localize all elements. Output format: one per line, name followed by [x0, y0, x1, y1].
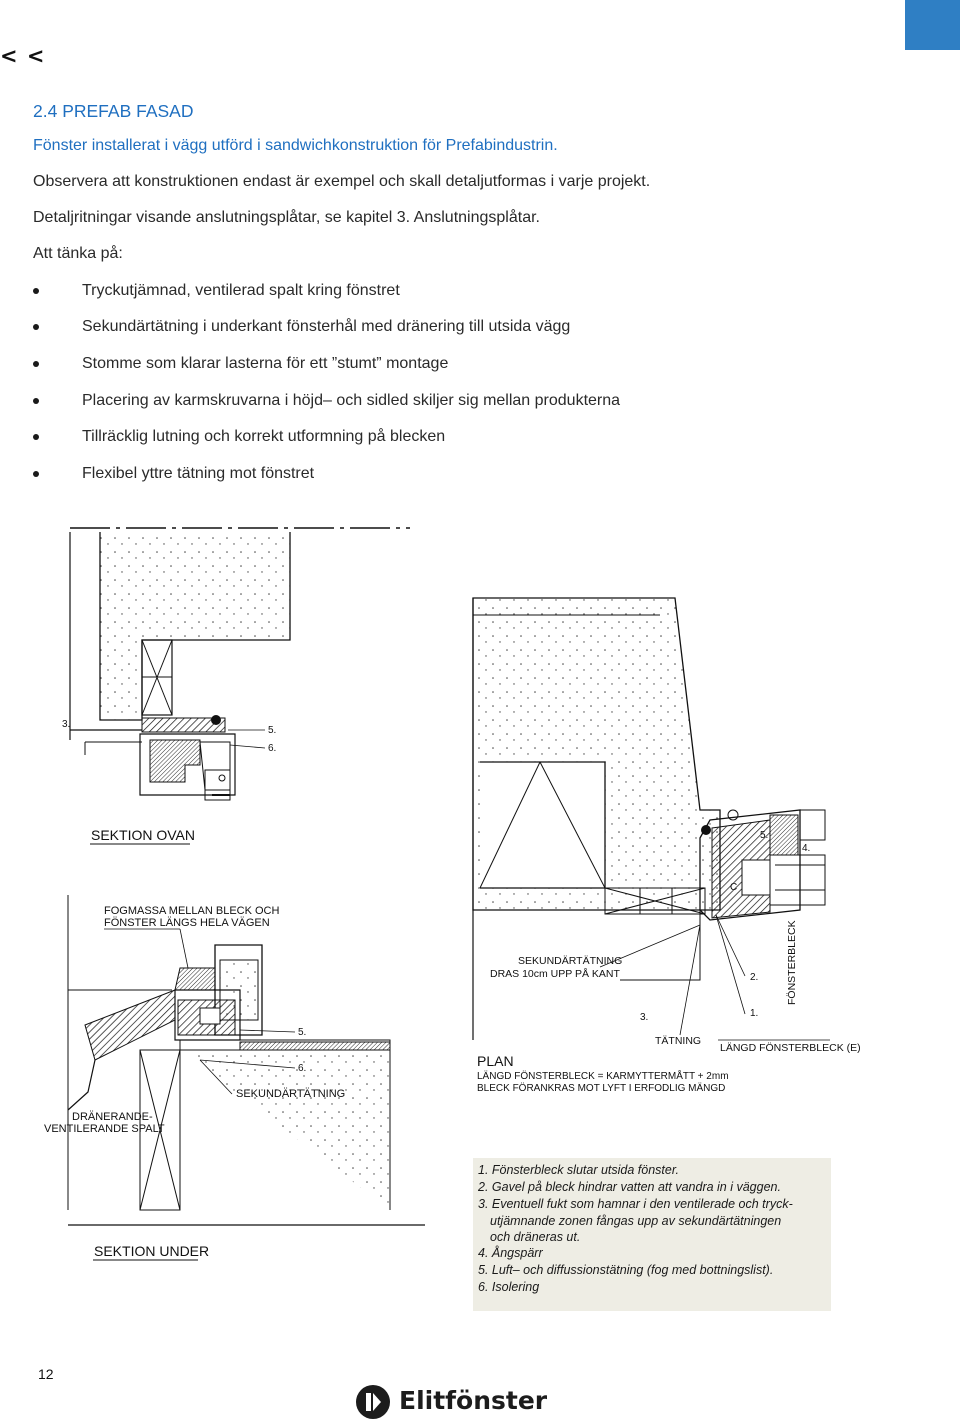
svg-text:C: C	[730, 882, 737, 893]
section-bottom-drawing: FOGMASSA MELLAN BLECK OCH FÖNSTER LÄNGS …	[44, 895, 425, 1261]
bullet-icon	[33, 288, 39, 294]
legend-item: 2. Gavel på bleck hindrar vatten att van…	[478, 1180, 781, 1194]
svg-text:1.: 1.	[750, 1008, 758, 1019]
svg-text:4.: 4.	[802, 843, 810, 854]
svg-text:3.: 3.	[62, 719, 70, 730]
brand-logo: Elitfönster	[355, 1384, 548, 1420]
legend-item: 4. Ångspärr	[478, 1246, 543, 1260]
svg-text:5.: 5.	[760, 830, 768, 841]
brand-name: Elitfönster	[399, 1386, 548, 1415]
page-number: 12	[38, 1366, 54, 1382]
svg-text:6.: 6.	[298, 1063, 306, 1074]
paragraph-note: Observera att konstruktionen endast är e…	[33, 173, 651, 190]
legend-box: 1. Fönsterbleck slutar utsida fönster. 2…	[473, 1158, 831, 1311]
svg-text:5.: 5.	[268, 725, 276, 736]
svg-text:VENTILERANDE SPALT: VENTILERANDE SPALT	[44, 1123, 165, 1135]
svg-text:LÄNGD FÖNSTERBLECK (E): LÄNGD FÖNSTERBLECK (E)	[720, 1042, 861, 1054]
legend-item: 5. Luft– och diffussionstätning (fog med…	[478, 1263, 774, 1277]
plan-drawing: C 5. 4. 2. 1. 3. SEKUNDÄRTÄTNING DRAS 10…	[472, 597, 861, 1094]
svg-text:DRAS 10cm UPP PÅ KANT: DRAS 10cm UPP PÅ KANT	[490, 967, 621, 980]
svg-text:BLECK FÖRANKRAS MOT LYFT I ERF: BLECK FÖRANKRAS MOT LYFT I ERFODLIG MÄNG…	[477, 1082, 725, 1094]
svg-text:LÄNGD FÖNSTERBLECK = KARMYTTER: LÄNGD FÖNSTERBLECK = KARMYTTERMÅTT + 2mm	[477, 1069, 729, 1082]
bullet-icon	[33, 471, 39, 477]
svg-text:SEKUNDÄRTÄTNING: SEKUNDÄRTÄTNING	[518, 955, 622, 967]
svg-text:SEKUNDÄRTÄTNING: SEKUNDÄRTÄTNING	[236, 1088, 345, 1100]
brand-logo-icon	[356, 1385, 390, 1419]
svg-text:PLAN: PLAN	[477, 1053, 514, 1069]
svg-text:6.: 6.	[268, 743, 276, 754]
svg-text:SEKTION UNDER: SEKTION UNDER	[94, 1243, 209, 1259]
legend-item: och dräneras ut.	[490, 1230, 581, 1244]
legend-item: utjämnande zonen fångas upp av sekundärt…	[490, 1214, 782, 1228]
section-top-drawing: 3. 5. 6. SEKTION OVAN	[62, 527, 410, 845]
bullet-icon	[33, 398, 39, 404]
svg-text:3.: 3.	[640, 1012, 648, 1023]
svg-text:2.: 2.	[750, 972, 758, 983]
technical-drawing: 3. 5. 6. SEKTION OVAN FOGMASSA MELLAN BL…	[44, 527, 861, 1261]
section-subtitle: Fönster installerat i vägg utförd i sand…	[33, 137, 558, 154]
bullet-icon	[33, 361, 39, 367]
checklist-heading: Att tänka på:	[33, 245, 123, 262]
svg-text:FOGMASSA MELLAN BLECK OCH: FOGMASSA MELLAN BLECK OCH	[104, 905, 279, 917]
section-heading: 2.4 PREFAB FASAD	[33, 101, 194, 121]
svg-text:DRÄNERANDE-: DRÄNERANDE-	[72, 1111, 153, 1123]
paragraph-reference: Detaljritningar visande anslutningsplåta…	[33, 209, 540, 226]
legend-item: 6. Isolering	[478, 1280, 540, 1294]
svg-text:SEKTION OVAN: SEKTION OVAN	[91, 827, 195, 843]
back-nav-link[interactable]: < <	[0, 44, 46, 68]
svg-text:TÄTNING: TÄTNING	[655, 1035, 701, 1047]
bullet-icon	[33, 434, 39, 440]
svg-text:FÖNSTERBLECK: FÖNSTERBLECK	[786, 920, 798, 1005]
legend-item: 3. Eventuell fukt som hamnar i den venti…	[478, 1197, 793, 1211]
bullet-icon	[33, 324, 39, 330]
svg-text:FÖNSTER LÄNGS HELA VÄGEN: FÖNSTER LÄNGS HELA VÄGEN	[104, 917, 270, 929]
svg-text:5.: 5.	[298, 1027, 306, 1038]
corner-tab	[905, 0, 960, 50]
legend-item: 1. Fönsterbleck slutar utsida fönster.	[478, 1163, 680, 1177]
